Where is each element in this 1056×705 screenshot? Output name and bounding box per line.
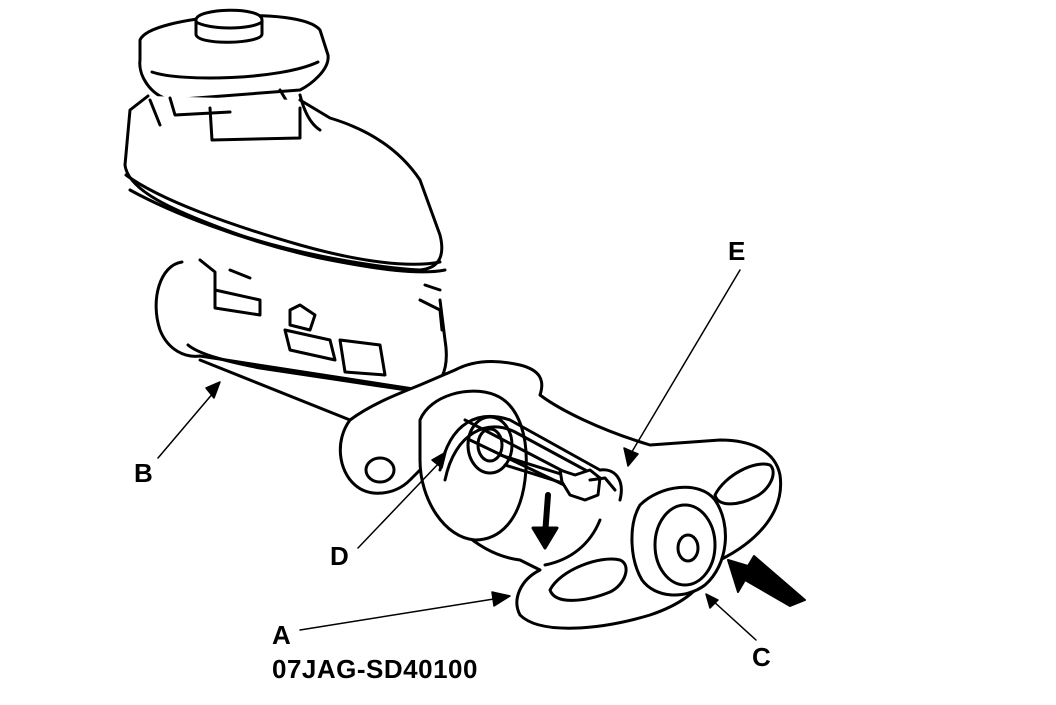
- leader-d: [357, 461, 441, 549]
- label-a: A: [272, 620, 291, 650]
- leader-lines: [157, 269, 757, 641]
- arrowhead-c: [705, 593, 719, 609]
- leader-a: [299, 597, 501, 631]
- label-b: B: [134, 458, 153, 488]
- arrowhead-d: [431, 451, 447, 469]
- label-c: C: [752, 642, 771, 672]
- label-d: D: [330, 541, 349, 571]
- pushrod-assembly: [498, 453, 623, 567]
- arrowhead-a: [491, 591, 511, 607]
- piston-boss: [630, 485, 727, 597]
- arrowhead-e: [623, 447, 639, 467]
- leader-e: [629, 269, 741, 456]
- rotation-arrow: [531, 492, 559, 550]
- reservoir-body: [123, 93, 447, 274]
- pushrod-cavity: [418, 389, 602, 542]
- part-number: 07JAG-SD40100: [272, 654, 478, 684]
- label-e: E: [728, 236, 746, 266]
- mounting-flange: [338, 359, 783, 630]
- push-direction-arrow: [727, 555, 806, 607]
- leader-b: [157, 391, 215, 459]
- reservoir-cap: [138, 8, 330, 134]
- arrowhead-b: [205, 381, 221, 399]
- leader-c: [711, 599, 757, 641]
